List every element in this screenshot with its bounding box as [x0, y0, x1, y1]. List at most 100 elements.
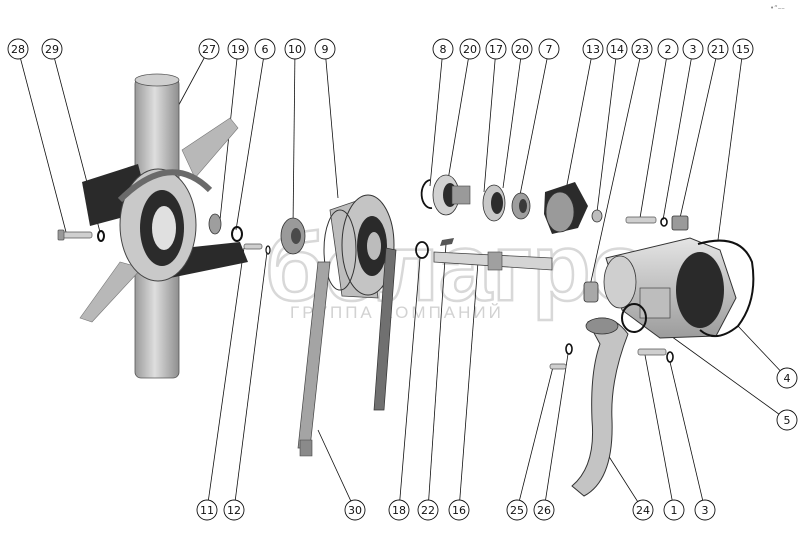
callout-label-17: 17 [489, 43, 503, 56]
callout-label-20: 20 [515, 43, 529, 56]
callout-label-23: 23 [635, 43, 649, 56]
part-bolt-1 [637, 348, 667, 356]
leader-line [502, 48, 523, 189]
leader-line [458, 261, 479, 511]
part-bolt-28 [57, 229, 93, 241]
part-stud-25 [549, 363, 567, 370]
callout-circle [7, 38, 29, 60]
callout-circle [198, 38, 220, 60]
part-spacer-19 [208, 213, 222, 235]
callout-label-8: 8 [440, 43, 447, 56]
part-fan-27 [79, 117, 248, 323]
callout-circle [506, 499, 528, 521]
leader-line [543, 353, 569, 511]
callout-circle [41, 38, 63, 60]
callout-label-11: 11 [200, 504, 214, 517]
callout-label-24: 24 [636, 504, 650, 517]
callout-circle [448, 499, 470, 521]
part-seal-7 [511, 192, 531, 220]
leader-line [206, 247, 245, 511]
leader-line [516, 366, 554, 511]
callout-circle [533, 499, 555, 521]
callout-label-29: 29 [45, 43, 59, 56]
callout-circle [732, 38, 754, 60]
leader-line [565, 48, 594, 191]
callout-circle [344, 499, 366, 521]
callout-circle [707, 38, 729, 60]
leader-line [429, 48, 444, 187]
leader-line [483, 48, 497, 193]
callout-label-13: 13 [586, 43, 600, 56]
callout-label-3: 3 [690, 43, 697, 56]
corner-mark: •“–– [770, 4, 785, 12]
callout-circle [459, 38, 481, 60]
callout-label-27: 27 [202, 43, 216, 56]
callout-label-14: 14 [610, 43, 624, 56]
callout-circle [694, 499, 716, 521]
part-ring-14 [591, 209, 603, 223]
part-snap-ring-8 [420, 179, 433, 209]
callout-label-7: 7 [546, 43, 553, 56]
callout-circle [417, 499, 439, 521]
callout-circle [538, 38, 560, 60]
callout-label-5: 5 [784, 414, 791, 427]
callout-label-19: 19 [231, 43, 245, 56]
leader-line [317, 429, 356, 511]
callout-label-9: 9 [322, 43, 329, 56]
part-oring-18 [415, 241, 429, 259]
part-ring-6 [231, 226, 243, 242]
part-gasket-5 [621, 303, 647, 333]
leader-line [644, 354, 675, 511]
leader-line [17, 48, 67, 233]
part-bolt-2 [625, 216, 657, 224]
callout-circle [227, 38, 249, 60]
callout-circle [582, 38, 604, 60]
part-flange-10 [280, 217, 306, 255]
callout-label-2: 2 [665, 43, 672, 56]
callout-label-21: 21 [711, 43, 725, 56]
part-washer-3 [660, 217, 668, 227]
watermark-tagline: ГРУППА КОМПАНИЙ [290, 303, 504, 322]
callout-label-30: 30 [348, 504, 362, 517]
callout-circle [682, 38, 704, 60]
part-key-22 [440, 238, 454, 246]
leader-line [427, 243, 447, 511]
part-pump-housing [603, 237, 737, 339]
leader-line [737, 325, 788, 379]
leader-line [639, 48, 669, 219]
part-bearing-20 [432, 174, 471, 216]
part-belt-30 [297, 247, 397, 457]
callout-label-25: 25 [510, 504, 524, 517]
leader-line [717, 48, 744, 241]
callout-circle [284, 38, 306, 60]
leader-line [662, 48, 694, 221]
callout-circle [223, 499, 245, 521]
leader-line [669, 361, 706, 511]
callout-circle [632, 499, 654, 521]
callout-label-16: 16 [452, 504, 466, 517]
callout-label-10: 10 [288, 43, 302, 56]
callout-circle [606, 38, 628, 60]
callout-circle [432, 38, 454, 60]
leader-line [596, 48, 618, 213]
part-cap-21 [671, 215, 689, 231]
callout-label-4: 4 [784, 372, 791, 385]
part-elbow-24 [571, 317, 629, 497]
leader-line [233, 251, 268, 511]
callout-circle [254, 38, 276, 60]
callout-label-20: 20 [463, 43, 477, 56]
part-washer-29 [97, 230, 105, 242]
callout-circle [657, 38, 679, 60]
leader-line [607, 454, 644, 511]
part-shaft-16 [433, 251, 553, 271]
leader-line [589, 48, 643, 287]
leader-line [398, 257, 421, 511]
part-bolt-11 [243, 243, 263, 250]
leader-line [679, 48, 719, 219]
leader-line [292, 48, 296, 229]
callout-circle [511, 38, 533, 60]
callout-circle [663, 499, 685, 521]
callout-circle [776, 409, 798, 431]
callout-label-6: 6 [262, 43, 269, 56]
